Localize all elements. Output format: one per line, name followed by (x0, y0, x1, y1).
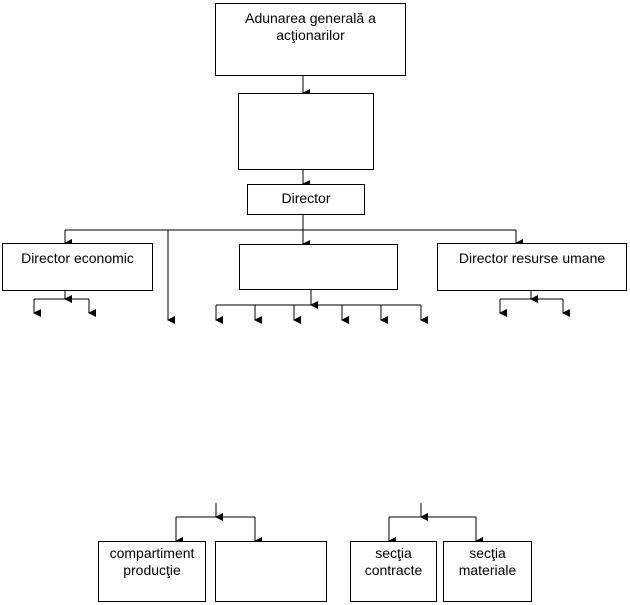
node-blank-upper (238, 93, 374, 170)
node-compartiment-line1: compartiment (109, 545, 195, 561)
node-blank-middle (239, 244, 398, 290)
node-director: Director (247, 184, 365, 215)
node-director-resurse-umane-label: Director resurse umane (458, 250, 606, 266)
node-sectia-materiale-line1: secţia (469, 545, 506, 561)
node-blank-lower (215, 541, 327, 602)
node-director-label: Director (281, 190, 331, 206)
node-aga-line2: acţionarilor (276, 27, 345, 43)
node-sectia-contracte: secţia contracte (350, 541, 437, 602)
node-compartiment-line2: producţie (123, 562, 181, 578)
node-director-resurse-umane: Director resurse umane (437, 243, 627, 291)
node-aga-line1: Adunarea generală a (245, 10, 376, 26)
node-sectia-contracte-line2: contracte (364, 562, 423, 578)
node-director-economic-label: Director economic (21, 250, 134, 266)
node-adunarea-generala: Adunarea generală a acţionarilor (215, 3, 406, 76)
node-sectia-contracte-line1: secţia (375, 545, 412, 561)
node-sectia-materiale-line2: materiale (458, 562, 517, 578)
node-compartiment-productie: compartiment producţie (98, 541, 206, 602)
node-sectia-materiale: secţia materiale (443, 541, 532, 602)
node-director-economic: Director economic (2, 243, 153, 291)
